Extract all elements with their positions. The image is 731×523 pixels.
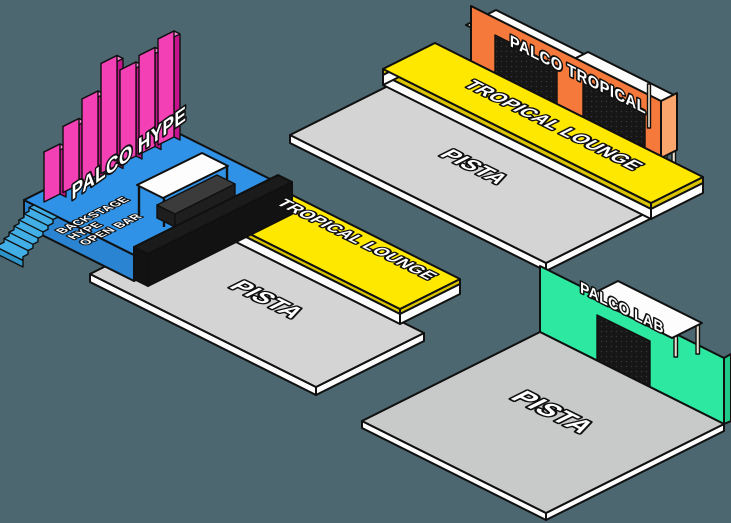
tropical-stage-wall [470,5,678,159]
lounge-deck-base [399,283,461,325]
tropical-wall-return [660,92,678,159]
backdrop-panel [157,30,175,146]
lab-pista-top [361,331,725,514]
backdrop-panel [100,54,118,175]
canopy-leg [673,335,679,358]
palco-tropical-area: PALCO TROPICAL TROPICAL LOUNGE PISTA [289,5,704,272]
stair-treads [3,206,54,252]
palco-lab-area: PALCO LAB PISTA [361,265,731,521]
lounge-deck-top [382,42,704,204]
lab-wall-return [723,353,731,425]
tropical-lounge-deck [382,42,704,220]
speaker-box-top [156,174,236,215]
lab-pista-floor [361,331,725,521]
speaker-box [156,174,236,228]
canopy-leg [646,83,652,129]
stairs [0,204,59,268]
stage-backdrop-panels [43,30,181,203]
stage-front-barrier [133,174,293,287]
canopy-leg [695,323,701,355]
backdrop-panel [62,117,80,194]
backdrop-panel [43,143,61,203]
lab-canopy [587,280,703,358]
backdrop-panel [119,61,137,165]
barrier-top [133,174,293,255]
canopy-roof-icon [587,280,703,339]
table-top [136,152,229,199]
backdrop-panel [138,46,156,156]
lounge-deck-base [650,182,704,220]
backdrop-panel [81,90,99,184]
